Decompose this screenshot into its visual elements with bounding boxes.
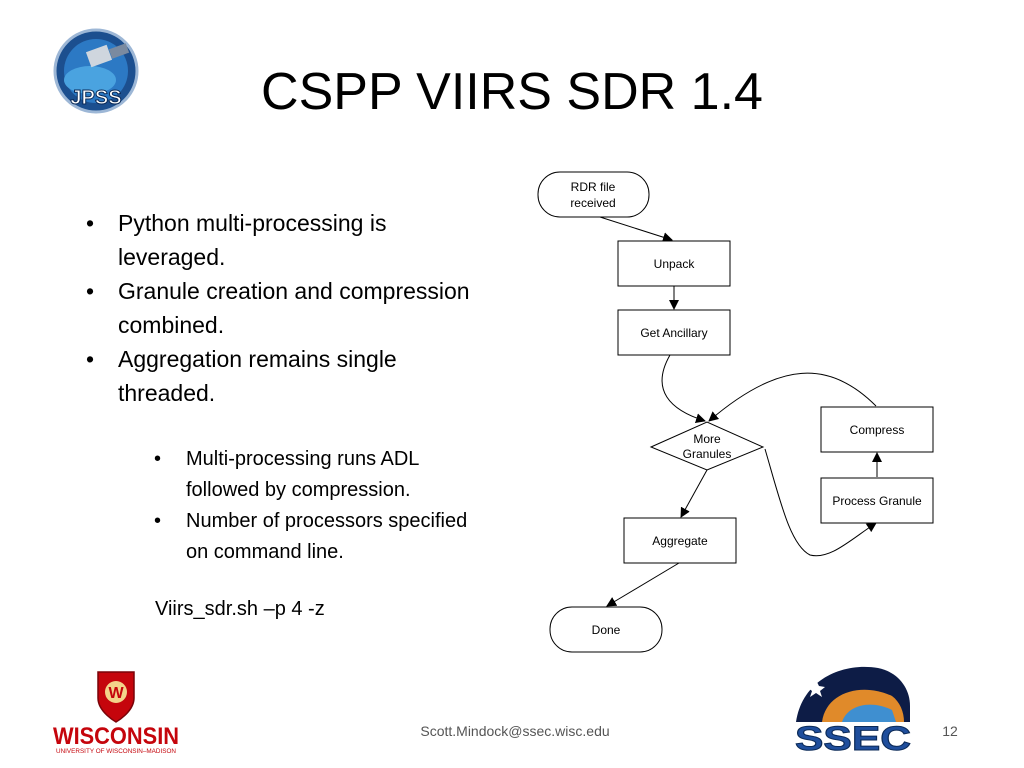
ssec-wordmark: SSEC xyxy=(795,720,911,756)
node-process-label: Process Granule xyxy=(832,494,922,508)
jpss-logo: JPSS xyxy=(50,28,142,116)
node-more-label-1: More xyxy=(693,432,721,446)
node-rdr-label-2: received xyxy=(570,196,615,210)
node-aggregate-label: Aggregate xyxy=(652,534,708,548)
bullet-item: Granule creation and compression combine… xyxy=(80,274,480,342)
node-more-granules: More Granules xyxy=(649,421,765,471)
bullet-list: Python multi-processing is leveraged. Gr… xyxy=(80,206,480,410)
node-compress: Compress xyxy=(820,406,934,453)
crest-letter: W xyxy=(108,685,124,702)
node-rdr-label-1: RDR file xyxy=(571,180,616,194)
node-done-label: Done xyxy=(592,623,621,637)
edge-compress-more xyxy=(708,372,877,422)
footer-email: Scott.Mindock@ssec.wisc.edu xyxy=(420,723,610,739)
wisconsin-wordmark: WISCONSIN xyxy=(53,723,179,750)
node-ancillary-label: Get Ancillary xyxy=(640,326,707,340)
node-get-ancillary: Get Ancillary xyxy=(617,309,731,356)
ssec-logo: SSEC xyxy=(792,662,914,759)
sub-bullet-item: Number of processors specified on comman… xyxy=(150,506,490,568)
node-compress-label: Compress xyxy=(850,423,905,437)
node-process-granule: Process Granule xyxy=(820,477,934,524)
bullet-item: Python multi-processing is leveraged. xyxy=(80,206,480,274)
node-done: Done xyxy=(549,606,663,653)
node-rdr-file-received: RDR file received xyxy=(537,171,650,218)
slide-title: CSPP VIIRS SDR 1.4 xyxy=(261,63,763,121)
node-unpack: Unpack xyxy=(617,240,731,287)
edge-more-process xyxy=(764,448,877,557)
sub-bullet-list: Multi-processing runs ADL followed by co… xyxy=(150,444,490,568)
command-line-example: Viirs_sdr.sh –p 4 -z xyxy=(155,598,325,620)
bullet-item: Aggregation remains single threaded. xyxy=(80,342,480,410)
edge-ancillary-more xyxy=(661,354,706,424)
wisconsin-subtitle: UNIVERSITY OF WISCONSIN–MADISON xyxy=(56,749,176,755)
edge-more-aggregate xyxy=(680,469,708,518)
page-number: 12 xyxy=(942,723,958,739)
svg-text:JPSS: JPSS xyxy=(70,87,121,109)
edge-rdr-unpack xyxy=(599,216,673,243)
node-more-label-2: Granules xyxy=(683,447,732,461)
edge-aggregate-done xyxy=(606,562,680,607)
node-aggregate: Aggregate xyxy=(623,517,737,564)
wisconsin-logo: W WISCONSIN UNIVERSITY OF WISCONSIN–MADI… xyxy=(50,668,182,756)
sub-bullet-item: Multi-processing runs ADL followed by co… xyxy=(150,444,490,506)
node-unpack-label: Unpack xyxy=(654,257,696,271)
